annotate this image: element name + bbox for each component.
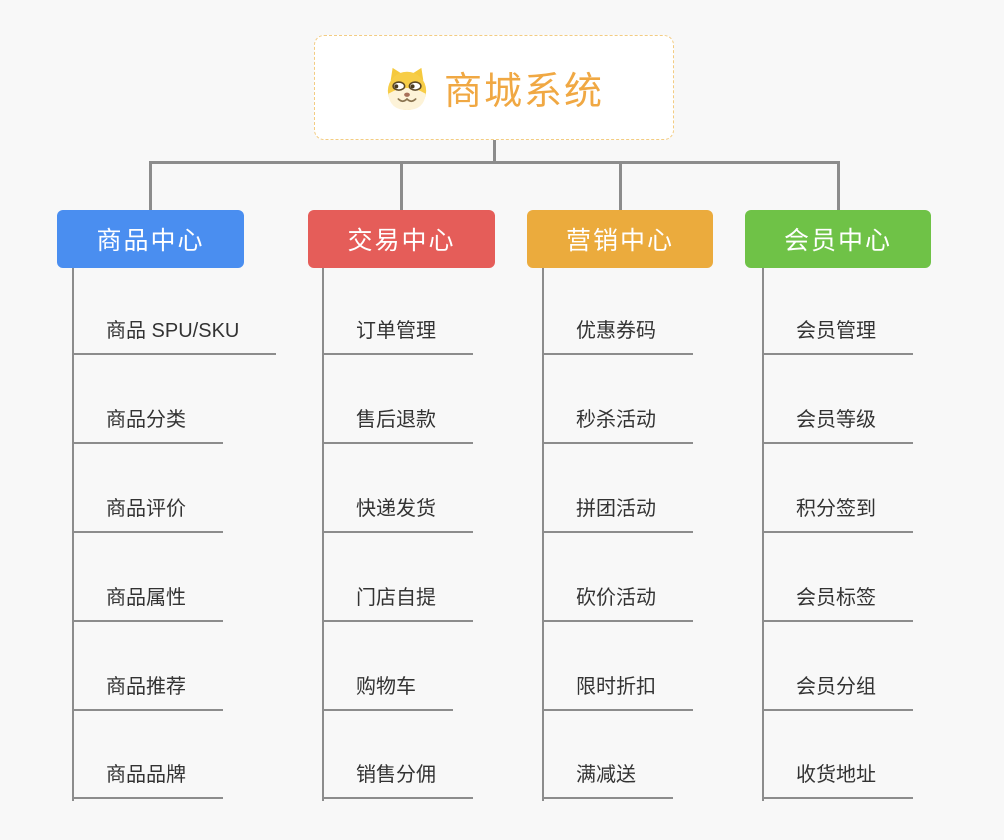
leaf-node[interactable]: 优惠券码 [542,317,693,355]
branch-node-trade[interactable]: 交易中心 [308,210,495,268]
leaf-node[interactable]: 收货地址 [762,761,913,799]
leaf-node[interactable]: 商品推荐 [72,673,223,711]
trunk-line-trade [322,268,324,801]
dog-face-icon [387,67,427,110]
trunk-line-products [72,268,74,801]
leaf-node[interactable]: 商品 SPU/SKU [72,317,277,355]
root-node[interactable]: 商城系统 [314,35,674,140]
drop-line-trade [400,161,403,210]
leaf-node[interactable]: 砍价活动 [542,584,693,622]
trunk-line-member [762,268,764,801]
leaf-node[interactable]: 商品品牌 [72,761,223,799]
trunk-line-market [542,268,544,801]
leaf-node[interactable]: 商品评价 [72,495,223,533]
leaf-node[interactable]: 商品属性 [72,584,223,622]
root-stub-line [493,140,496,163]
drop-line-member [837,161,840,210]
leaf-node[interactable]: 拼团活动 [542,495,693,533]
drop-line-market [619,161,622,210]
leaf-node[interactable]: 会员等级 [762,406,913,444]
leaf-node[interactable]: 门店自提 [322,584,473,622]
leaf-node[interactable]: 满减送 [542,761,673,799]
leaf-node[interactable]: 会员标签 [762,584,913,622]
leaf-node[interactable]: 商品分类 [72,406,223,444]
leaf-node[interactable]: 限时折扣 [542,673,693,711]
leaf-node[interactable]: 秒杀活动 [542,406,693,444]
leaf-node[interactable]: 购物车 [322,673,453,711]
branch-node-market[interactable]: 营销中心 [527,210,713,268]
branch-rail-line [149,161,840,164]
branch-node-products[interactable]: 商品中心 [57,210,244,268]
leaf-node[interactable]: 会员分组 [762,673,913,711]
leaf-node[interactable]: 销售分佣 [322,761,473,799]
leaf-node[interactable]: 快递发货 [322,495,473,533]
leaf-node[interactable]: 积分签到 [762,495,913,533]
leaf-node[interactable]: 售后退款 [322,406,473,444]
branch-node-member[interactable]: 会员中心 [745,210,931,268]
leaf-node[interactable]: 订单管理 [322,317,473,355]
leaf-node[interactable]: 会员管理 [762,317,913,355]
drop-line-products [149,161,152,210]
root-title: 商城系统 [443,71,604,113]
